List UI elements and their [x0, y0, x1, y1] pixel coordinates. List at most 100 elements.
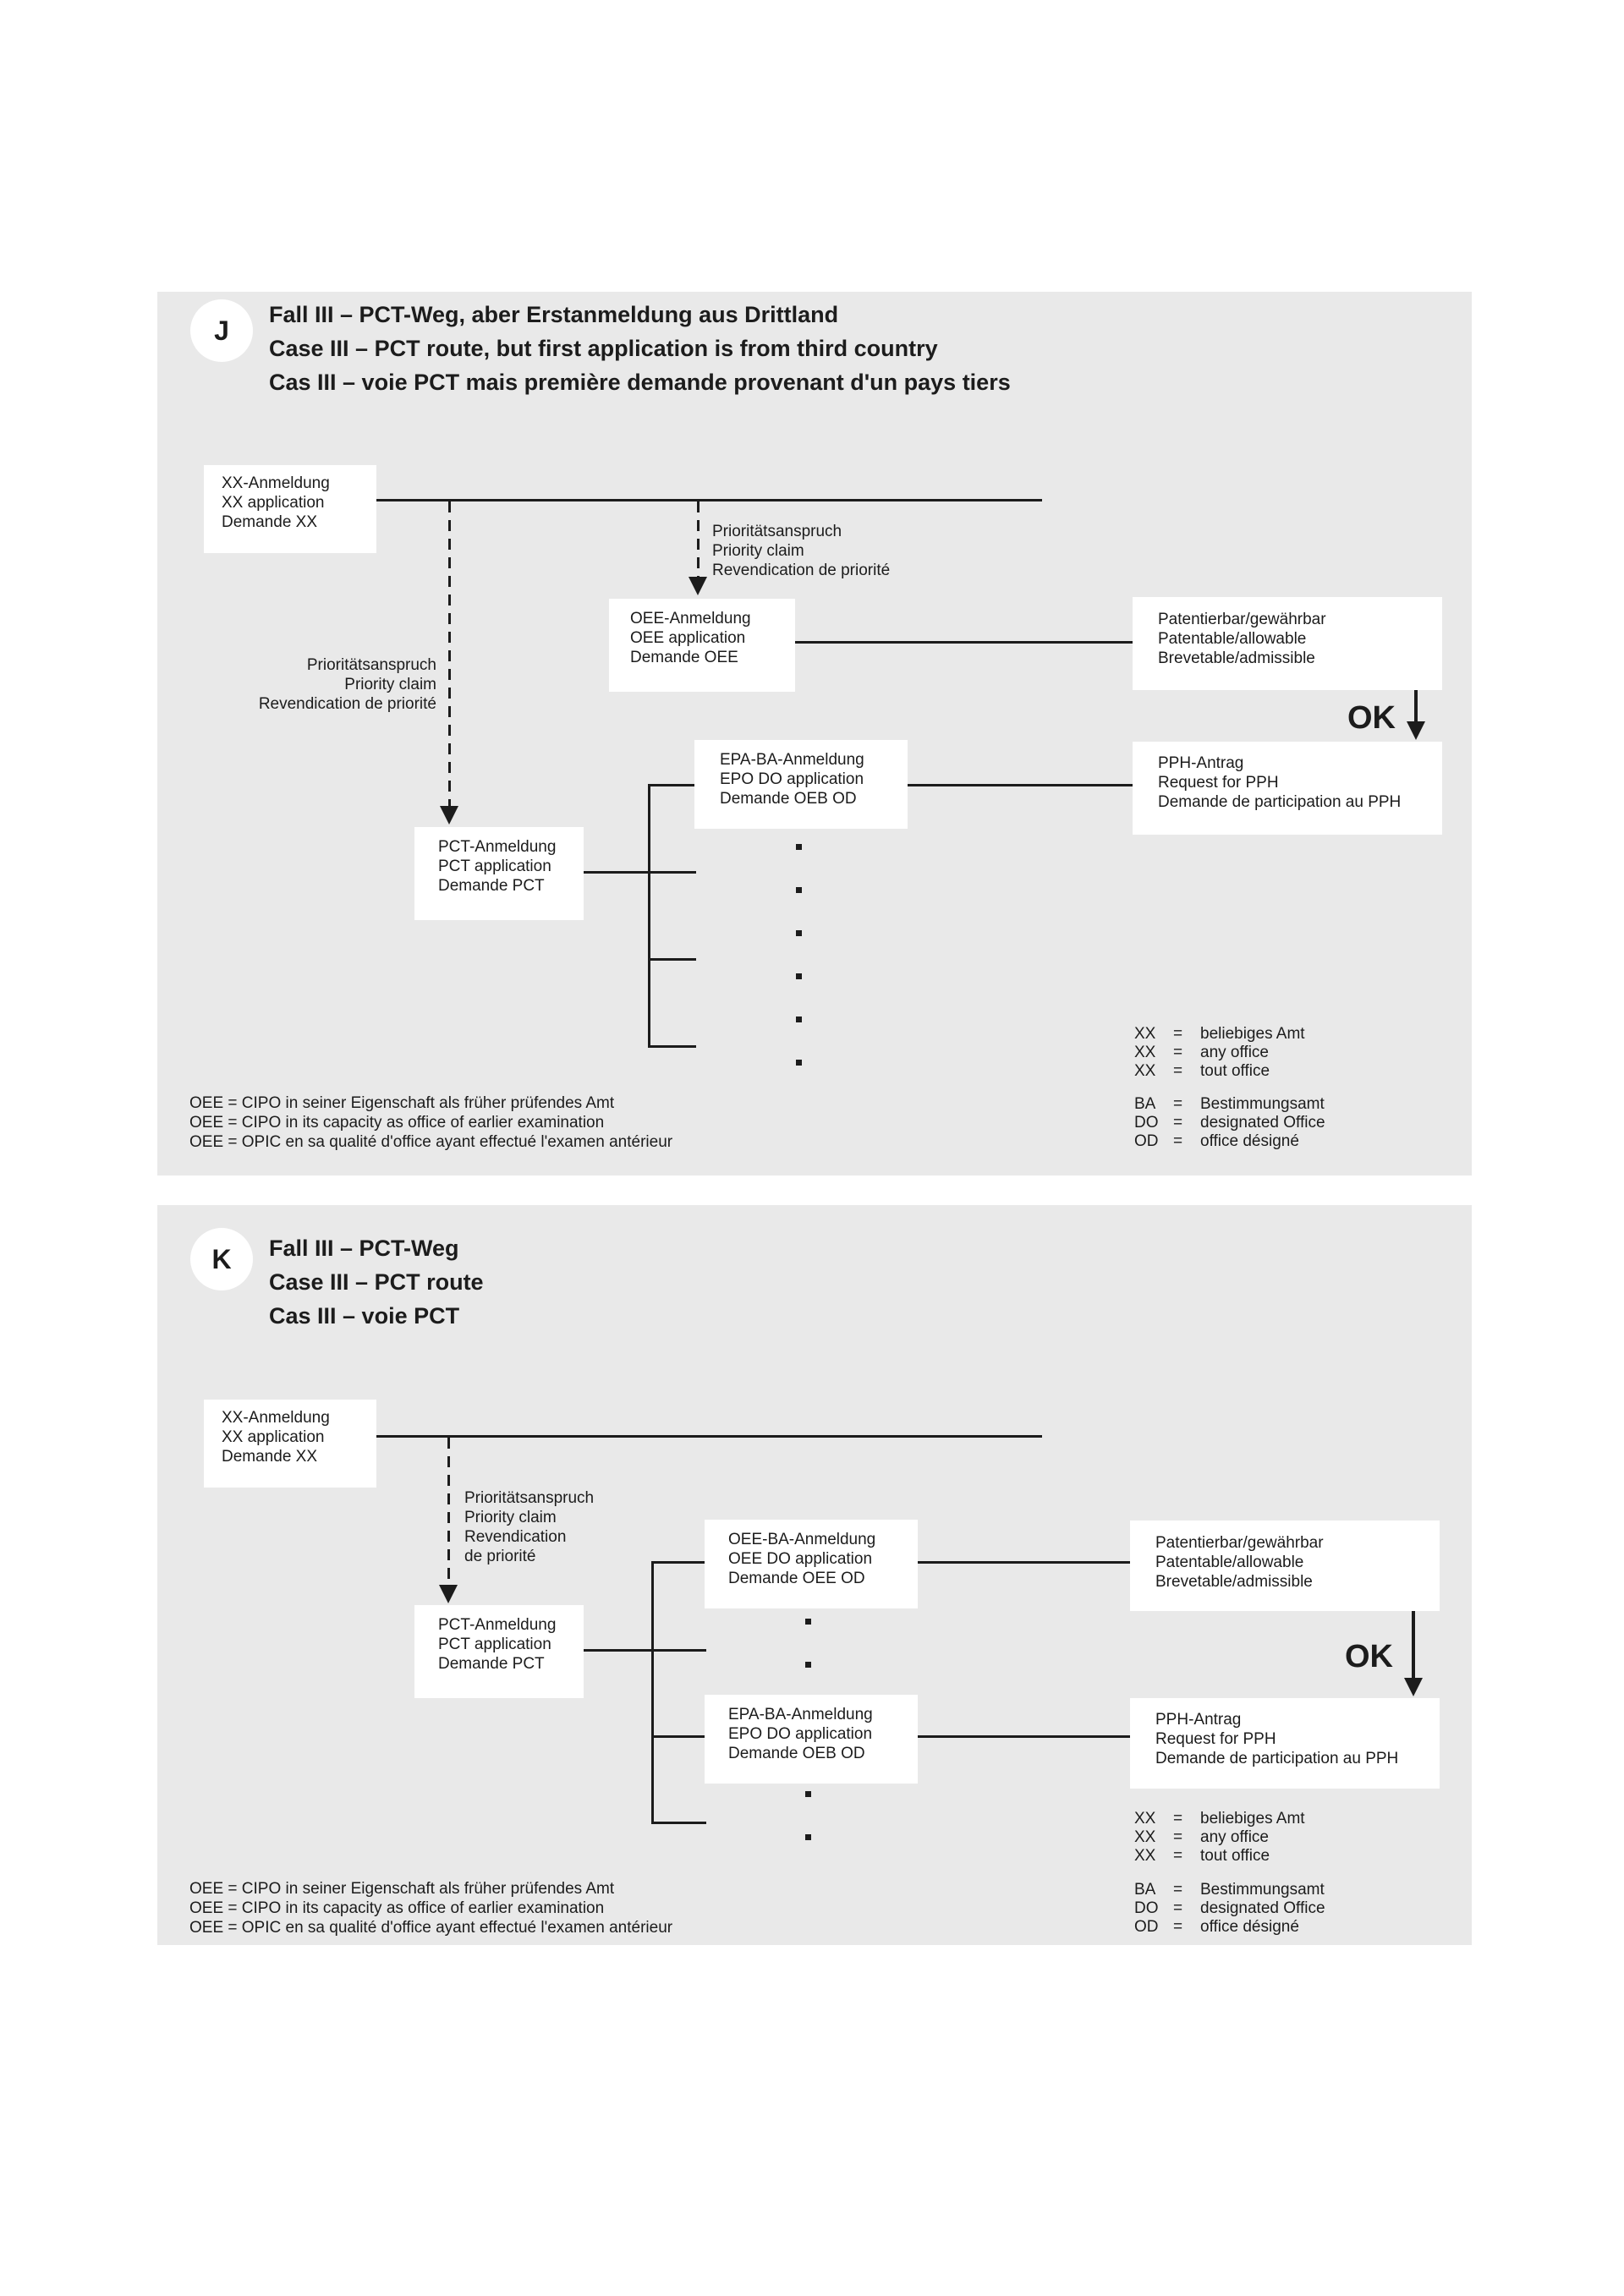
continuation-dot: [796, 1016, 802, 1022]
designated-offices-bracket-j: [648, 784, 650, 1048]
ok-arrow-line-k: [1412, 1611, 1415, 1678]
arrowhead-down-icon: [439, 1585, 458, 1603]
priority-claim-k-line: Priority claim: [464, 1509, 557, 1526]
legend-eq: =: [1173, 1899, 1183, 1917]
bracket-tick-j: [648, 958, 696, 961]
xx-application-box-k-line: XX-Anmeldung: [222, 1409, 330, 1427]
legend-eq: =: [1173, 1044, 1183, 1061]
oee-application-box-j: OEE-Anmeldung OEE application Demande OE…: [609, 599, 795, 692]
priority-dashed-line-left-j: [448, 501, 451, 806]
continuation-dot: [805, 1662, 811, 1668]
oee-definition-line: OEE = OPIC en sa qualité d'office ayant …: [189, 1919, 673, 1937]
panel-case-j: [157, 292, 1472, 1175]
timeline-k: [376, 1435, 1042, 1438]
ok-label-j: OK: [1347, 700, 1396, 736]
epa-to-pph-connector-k: [918, 1735, 1130, 1738]
legend-row: XX = beliebiges Amt: [1134, 1025, 1305, 1044]
legend-abbr: XX: [1134, 1828, 1156, 1846]
designated-offices-bracket-k: [651, 1561, 654, 1824]
legend-desc: beliebiges Amt: [1200, 1025, 1305, 1043]
ok-label-k: OK: [1345, 1639, 1393, 1674]
priority-claim-right-j-line: Prioritätsanspruch: [712, 523, 842, 540]
oee-definition-line: OEE = CIPO in seiner Eigenschaft als frü…: [189, 1094, 615, 1112]
continuation-dot: [805, 1791, 811, 1797]
bracket-tick-k: [651, 1561, 705, 1564]
oee-application-box-j-line: Demande OEE: [630, 649, 738, 666]
arrowhead-down-icon: [1407, 721, 1425, 740]
legend-row: XX = tout office: [1134, 1847, 1305, 1866]
legend-desc: office désigné: [1200, 1132, 1299, 1150]
legend-abbr: OD: [1134, 1132, 1159, 1150]
oee-definition-line: OEE = CIPO in its capacity as office of …: [189, 1899, 605, 1917]
oee-do-application-box-k-line: OEE DO application: [728, 1550, 873, 1568]
pct-application-box-k: PCT-Anmeldung PCT application Demande PC…: [414, 1605, 584, 1698]
legend-eq: =: [1173, 1095, 1183, 1113]
epo-do-application-box-j-line: EPA-BA-Anmeldung: [720, 751, 864, 769]
legend-eq: =: [1173, 1847, 1183, 1865]
timeline-j: [376, 499, 1042, 501]
epo-do-application-box-j-line: EPO DO application: [720, 770, 864, 788]
oee-application-box-j-line: OEE application: [630, 629, 746, 647]
legend-abbr: XX: [1134, 1062, 1156, 1080]
legend-row: DO = designated Office: [1134, 1899, 1325, 1918]
pph-request-box-j-line: Request for PPH: [1158, 774, 1279, 792]
pct-application-box-j-line: PCT application: [438, 858, 551, 875]
legend-desc: tout office: [1200, 1847, 1270, 1865]
legend-desc: any office: [1200, 1044, 1269, 1061]
legend-eq: =: [1173, 1062, 1183, 1080]
patentable-box-j-line: Brevetable/admissible: [1158, 649, 1315, 667]
legend-eq: =: [1173, 1810, 1183, 1827]
pph-request-box-j: PPH-Antrag Request for PPH Demande de pa…: [1133, 742, 1442, 835]
legend-desc: beliebiges Amt: [1200, 1810, 1305, 1827]
bracket-tick-k: [651, 1822, 706, 1824]
priority-claim-left-j-line: Priority claim: [344, 676, 436, 693]
legend-abbr: XX: [1134, 1810, 1156, 1827]
legend-row: BA = Bestimmungsamt: [1134, 1881, 1325, 1899]
priority-claim-right-j-line: Revendication de priorité: [712, 562, 891, 579]
xx-application-box-j-line: Demande XX: [222, 513, 318, 531]
pct-application-box-j-line: Demande PCT: [438, 877, 545, 895]
legend-desc: designated Office: [1200, 1899, 1325, 1917]
priority-claim-right-j-line: Priority claim: [712, 542, 804, 560]
arrowhead-down-icon: [689, 577, 707, 595]
panel-j-title-fr: Cas III – voie PCT mais première demande…: [269, 370, 1011, 395]
priority-claim-label-k: Prioritätsanspruch Priority claim Revend…: [464, 1488, 594, 1566]
pph-request-box-k: PPH-Antrag Request for PPH Demande de pa…: [1130, 1698, 1440, 1789]
legend-eq: =: [1173, 1132, 1183, 1150]
legend-desc: any office: [1200, 1828, 1269, 1846]
legend-eq: =: [1173, 1918, 1183, 1936]
pph-request-box-k-line: PPH-Antrag: [1155, 1711, 1242, 1729]
oee-definition-line: OEE = CIPO in its capacity as office of …: [189, 1114, 605, 1132]
patentable-box-k-line: Patentierbar/gewährbar: [1155, 1534, 1324, 1552]
legend-eq: =: [1173, 1114, 1183, 1132]
priority-claim-label-left-j: Prioritätsanspruch Priority claim Revend…: [208, 655, 436, 714]
oee-to-patentable-connector-k: [918, 1561, 1130, 1564]
legend-desc: designated Office: [1200, 1114, 1325, 1132]
priority-claim-k-line: Revendication: [464, 1528, 567, 1546]
priority-claim-k-line: de priorité: [464, 1548, 536, 1565]
legend-desc: Bestimmungsamt: [1200, 1095, 1325, 1113]
oee-to-patentable-connector-j: [795, 641, 1133, 644]
oee-do-application-box-k-line: OEE-BA-Anmeldung: [728, 1531, 876, 1548]
legend-xx-j: XX = beliebiges Amt XX = any office XX =…: [1134, 1025, 1305, 1081]
priority-claim-left-j-line: Prioritätsanspruch: [306, 656, 436, 674]
oee-definition-footer-j: OEE = CIPO in seiner Eigenschaft als frü…: [189, 1093, 672, 1152]
legend-row: XX = beliebiges Amt: [1134, 1810, 1305, 1828]
pct-application-box-k-line: PCT application: [438, 1636, 551, 1653]
pct-application-box-j: PCT-Anmeldung PCT application Demande PC…: [414, 827, 584, 920]
xx-application-box-j-line: XX-Anmeldung: [222, 474, 330, 492]
legend-eq: =: [1173, 1025, 1183, 1043]
legend-xx-k: XX = beliebiges Amt XX = any office XX =…: [1134, 1810, 1305, 1866]
pct-connector-j: [584, 871, 696, 874]
continuation-dot: [796, 844, 802, 850]
priority-claim-left-j-line: Revendication de priorité: [258, 695, 436, 713]
panel-k-title-de: Fall III – PCT-Weg: [269, 1236, 459, 1261]
legend-eq: =: [1173, 1881, 1183, 1899]
xx-application-box-k-line: Demande XX: [222, 1448, 318, 1466]
oee-application-box-j-line: OEE-Anmeldung: [630, 610, 751, 627]
panel-j-title-en: Case III – PCT route, but first applicat…: [269, 336, 938, 361]
bracket-tick-j: [648, 784, 694, 786]
legend-abbr: XX: [1134, 1025, 1156, 1043]
legend-row: XX = any office: [1134, 1828, 1305, 1847]
